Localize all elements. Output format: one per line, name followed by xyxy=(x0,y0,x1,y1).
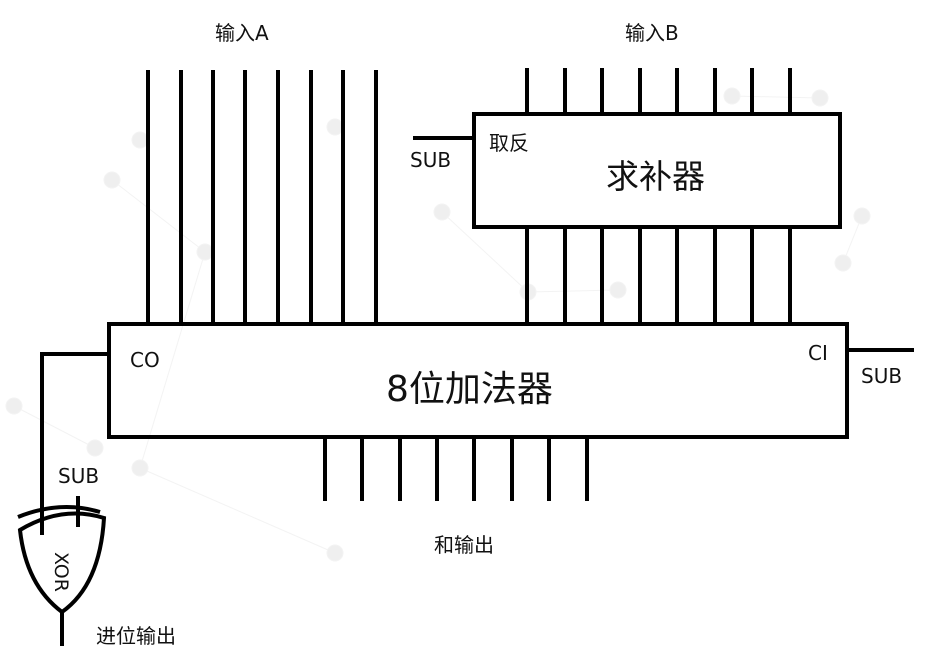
ci-label: CI xyxy=(808,341,828,365)
sub-complement-label: SUB xyxy=(410,148,452,172)
input-a-label: 输入A xyxy=(215,21,269,45)
adder-label: 8位加法器 xyxy=(386,369,553,410)
xor-label: XOR xyxy=(50,552,72,592)
input-a-bus xyxy=(146,70,378,323)
background-network xyxy=(5,87,871,562)
complement-to-adder-bus xyxy=(525,227,792,323)
adder-block xyxy=(107,322,849,439)
xor-gate-body xyxy=(17,511,107,615)
sub-ci-label: SUB xyxy=(861,364,903,388)
co-wire xyxy=(40,352,109,535)
complementer-block xyxy=(472,112,842,229)
complementer-label: 求补器 xyxy=(606,157,705,196)
invert-label: 取反 xyxy=(489,131,529,155)
co-label: CO xyxy=(130,348,160,372)
input-b-label: 输入B xyxy=(625,21,679,45)
xor-gate-back-arc xyxy=(17,505,101,519)
input-b-bus xyxy=(525,68,792,113)
sum-output-bus xyxy=(323,437,589,501)
sum-output-label: 和输出 xyxy=(434,533,494,557)
sub-xor-label: SUB xyxy=(58,464,100,488)
carry-output-label: 进位输出 xyxy=(96,624,176,648)
